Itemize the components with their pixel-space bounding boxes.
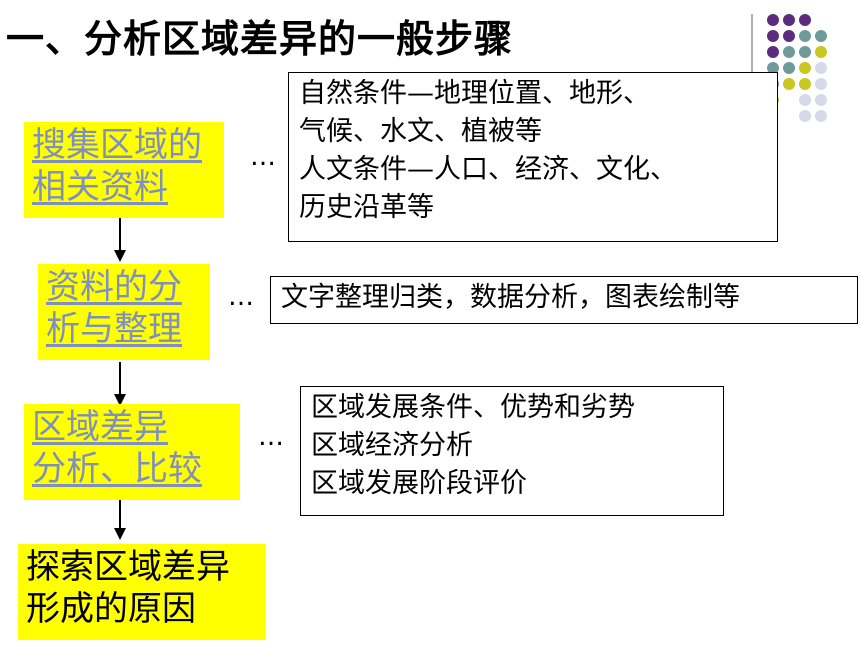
- page-title: 一、分析区域差异的一般步骤: [6, 17, 514, 61]
- decorative-dot: [815, 46, 827, 58]
- detail-box-collect: 自然条件—地理位置、地形、 气候、水文、植被等 人文条件—人口、经济、文化、 历…: [288, 72, 778, 242]
- step-line: 形成的原因: [26, 589, 196, 629]
- step-line: 区域差异: [32, 407, 168, 447]
- detail-line: 人文条件—人口、经济、文化、: [299, 154, 677, 185]
- detail-box-compare: 区域发展条件、优势和劣势 区域经济分析 区域发展阶段评价: [300, 386, 724, 516]
- decorative-dot: [799, 62, 811, 74]
- decorative-dot: [783, 14, 795, 26]
- step-line: 资料的分: [46, 267, 182, 307]
- flow-arrow-2: [114, 362, 126, 406]
- detail-line: 气候、水文、植被等: [299, 116, 542, 147]
- step-analyze-organize[interactable]: 资料的分 析与整理: [38, 264, 210, 360]
- step-explore-causes: 探索区域差异 形成的原因: [18, 544, 266, 640]
- step-collect-data[interactable]: 搜集区域的 相关资料: [24, 122, 224, 218]
- decorative-dot: [799, 14, 811, 26]
- step-line: 相关资料: [32, 167, 168, 207]
- decorative-dot: [815, 94, 827, 106]
- detail-line: 区域发展阶段评价: [311, 468, 527, 499]
- detail-line: 区域发展条件、优势和劣势: [311, 392, 635, 423]
- detail-line: 历史沿革等: [299, 192, 434, 223]
- decorative-dot: [815, 78, 827, 90]
- decorative-dot: [767, 46, 779, 58]
- decorative-dot: [815, 110, 827, 122]
- detail-box-organize: 文字整理归类，数据分析，图表绘制等: [270, 276, 858, 324]
- ellipsis-2: …: [228, 282, 255, 312]
- decorative-dot: [767, 62, 779, 74]
- step-line: 探索区域差异: [26, 547, 230, 587]
- decorative-dot: [799, 110, 811, 122]
- step-line: 分析、比较: [32, 449, 202, 489]
- detail-line: 自然条件—地理位置、地形、: [299, 78, 650, 109]
- step-compare[interactable]: 区域差异 分析、比较: [24, 404, 240, 500]
- detail-line: 文字整理归类，数据分析，图表绘制等: [281, 282, 740, 313]
- decorative-dot: [783, 78, 795, 90]
- decorative-dot: [799, 78, 811, 90]
- decorative-dot: [783, 62, 795, 74]
- decorative-dot: [815, 62, 827, 74]
- step-line: 析与整理: [46, 309, 182, 349]
- decorative-dot: [799, 30, 811, 42]
- decorative-dot: [783, 30, 795, 42]
- decorative-dot: [783, 46, 795, 58]
- flow-arrow-3: [114, 500, 126, 540]
- flow-arrow-1: [114, 218, 126, 262]
- decorative-dot: [767, 14, 779, 26]
- decorative-dot: [815, 30, 827, 42]
- decorative-dot: [799, 94, 811, 106]
- decorative-dot: [799, 46, 811, 58]
- ellipsis-1: …: [250, 142, 277, 172]
- detail-line: 区域经济分析: [311, 430, 473, 461]
- ellipsis-3: …: [258, 422, 285, 452]
- decorative-dot: [767, 30, 779, 42]
- step-line: 搜集区域的: [32, 125, 202, 165]
